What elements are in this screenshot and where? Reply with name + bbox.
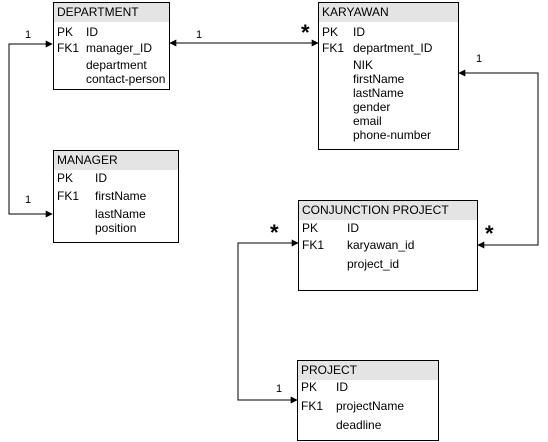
karyawan-title: KARYAWAN (319, 3, 458, 22)
key-label: PK (57, 25, 74, 39)
project-title: PROJECT (298, 361, 438, 380)
dept-manager-line (8, 40, 53, 218)
conj-project-line (237, 239, 299, 404)
field-label: projectName (336, 399, 405, 413)
field-label: gender (353, 100, 391, 114)
field-label: ID (347, 221, 359, 235)
field-label: phone-number (353, 128, 432, 142)
multiplicity-label: 1 (476, 53, 483, 65)
karyawan-entity[interactable]: KARYAWAN PK ID FK1 department_ID NIK fir… (318, 2, 459, 150)
key-label: FK1 (57, 41, 80, 55)
field-label: ID (353, 25, 365, 39)
field-label: contact-person (86, 72, 166, 86)
key-label: FK1 (302, 238, 325, 252)
manager-title: MANAGER (54, 151, 178, 170)
project-entity[interactable]: PROJECT PK ID FK1 projectName deadline (297, 360, 439, 441)
field-label: lastName (353, 86, 404, 100)
department-title: DEPARTMENT (54, 3, 169, 22)
multiplicity-star: * (270, 220, 279, 245)
field-label: deadline (336, 418, 382, 432)
field-label: department (86, 58, 147, 72)
field-label: email (353, 114, 382, 128)
field-label: firstName (353, 72, 405, 86)
key-label: PK (57, 171, 74, 185)
multiplicity-star: * (485, 221, 494, 246)
conjunction-project-entity[interactable]: CONJUNCTION PROJECT PK ID FK1 karyawan_i… (298, 200, 478, 291)
key-label: PK (301, 380, 318, 394)
karyawan-conj-line (458, 69, 539, 249)
field-label: NIK (353, 58, 374, 72)
key-label: FK1 (322, 41, 345, 55)
key-label: FK1 (57, 189, 80, 203)
field-label: firstName (95, 189, 147, 203)
field-label: karyawan_id (347, 238, 415, 252)
field-label: ID (86, 25, 98, 39)
key-label: PK (322, 25, 339, 39)
manager-entity[interactable]: MANAGER PK ID FK1 firstName lastName pos… (53, 150, 179, 243)
field-label: ID (336, 380, 348, 394)
field-label: department_ID (353, 41, 433, 55)
multiplicity-label: 1 (25, 194, 32, 206)
multiplicity-label: 1 (196, 29, 203, 41)
field-label: lastName (95, 207, 146, 221)
field-label: position (95, 221, 137, 235)
key-label: PK (302, 221, 319, 235)
conjunction-project-title: CONJUNCTION PROJECT (299, 201, 477, 220)
field-label: project_id (347, 257, 400, 271)
multiplicity-label: 1 (25, 29, 32, 41)
field-label: ID (95, 171, 107, 185)
field-label: manager_ID (86, 41, 153, 55)
department-entity[interactable]: DEPARTMENT PK ID FK1 manager_ID departme… (53, 2, 170, 90)
multiplicity-star: * (301, 20, 310, 45)
key-label: FK1 (301, 399, 324, 413)
multiplicity-label: 1 (276, 383, 283, 395)
